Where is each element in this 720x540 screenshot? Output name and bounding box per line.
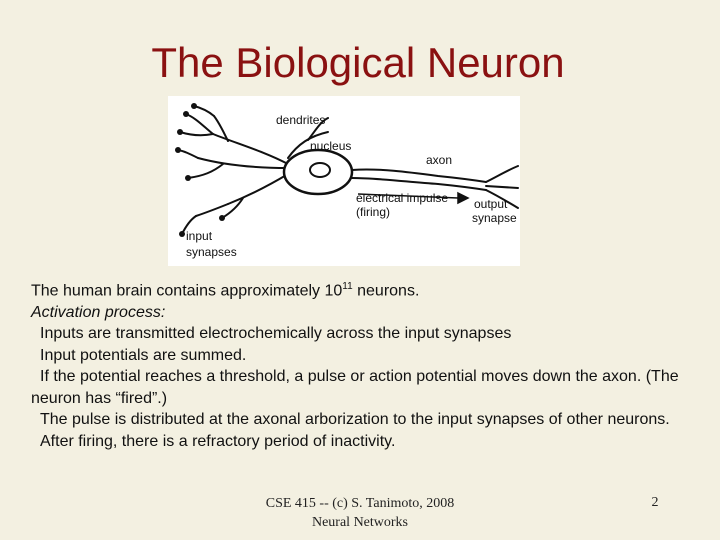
neuron-diagram: dendrites nucleus axon electrical impuls… (168, 96, 520, 266)
footer-course-line2: Neural Networks (311, 515, 409, 530)
dendrite-branch (195, 203, 229, 217)
dendrite-branch (227, 173, 289, 205)
footer-course: CSE 415 -- (c) S. Tanimoto, 2008 Neural … (240, 494, 480, 532)
slide-title: The Biological Neuron (151, 39, 565, 86)
input-synapse-dot (183, 111, 189, 117)
activation-item: Inputs are transmitted electrochemically… (40, 325, 512, 343)
nucleus (309, 162, 331, 178)
neuron-drawing: dendrites nucleus axon electrical impuls… (175, 103, 519, 259)
neuron-count-line: The human brain contains approximately 1… (31, 276, 691, 302)
label-output-synapse: synapse (472, 211, 517, 225)
input-synapse-dot (219, 215, 225, 221)
neuron-count-text: The human brain contains approximately 1… (31, 282, 343, 300)
input-synapse-dot (177, 129, 183, 135)
input-synapse-dot (185, 175, 191, 181)
dendrite-branch (212, 133, 289, 165)
dendrite-branch (177, 149, 199, 159)
dendrite-branch (221, 197, 244, 219)
neuron-count-suffix: neurons. (352, 282, 420, 300)
dendrite-branch (193, 105, 215, 117)
activation-item: The pulse is distributed at the axonal a… (31, 409, 691, 431)
impulse-arrow-line (357, 193, 459, 199)
label-firing: (firing) (356, 205, 390, 219)
dendrite-branch (213, 115, 229, 142)
input-synapse-dot (175, 147, 181, 153)
dendrite-branch (307, 117, 329, 141)
activation-heading: Activation process: (31, 303, 166, 321)
activation-item: If the potential reaches a threshold, a … (31, 366, 691, 409)
exponent: 11 (342, 281, 353, 292)
label-dendrites: dendrites (276, 113, 325, 127)
dendrite-branch (187, 163, 224, 179)
axon-line (351, 168, 487, 183)
dendrite-branch (287, 131, 329, 159)
slide-body: The human brain contains approximately 1… (31, 276, 691, 452)
dendrite-branch (185, 113, 214, 135)
activation-item: Input potentials are summed. (40, 346, 247, 364)
axon-line (351, 177, 487, 191)
input-synapse-dot (179, 231, 185, 237)
activation-item: After firing, there is a refractory peri… (40, 432, 396, 450)
axon-terminal (485, 189, 519, 209)
input-synapse-dot (191, 103, 197, 109)
activation-item-text: The pulse is distributed at the axonal a… (40, 411, 670, 429)
impulse-arrowhead (457, 191, 470, 205)
axon-terminal (485, 185, 519, 189)
dendrite-branch (197, 157, 289, 169)
footer-course-line1: CSE 415 -- (c) S. Tanimoto, 2008 (265, 496, 455, 511)
label-input-synapses: synapses (186, 245, 237, 259)
label-axon: axon (426, 153, 452, 167)
label-input: input (186, 229, 213, 243)
label-output: output (474, 197, 508, 211)
activation-item-text: If the potential reaches a threshold, a … (31, 368, 679, 407)
label-impulse: electrical impulse (356, 191, 448, 205)
page-number: 2 (651, 495, 659, 510)
dendrite-branch (179, 131, 214, 137)
label-nucleus: nucleus (310, 139, 351, 153)
axon-terminal (485, 165, 519, 183)
